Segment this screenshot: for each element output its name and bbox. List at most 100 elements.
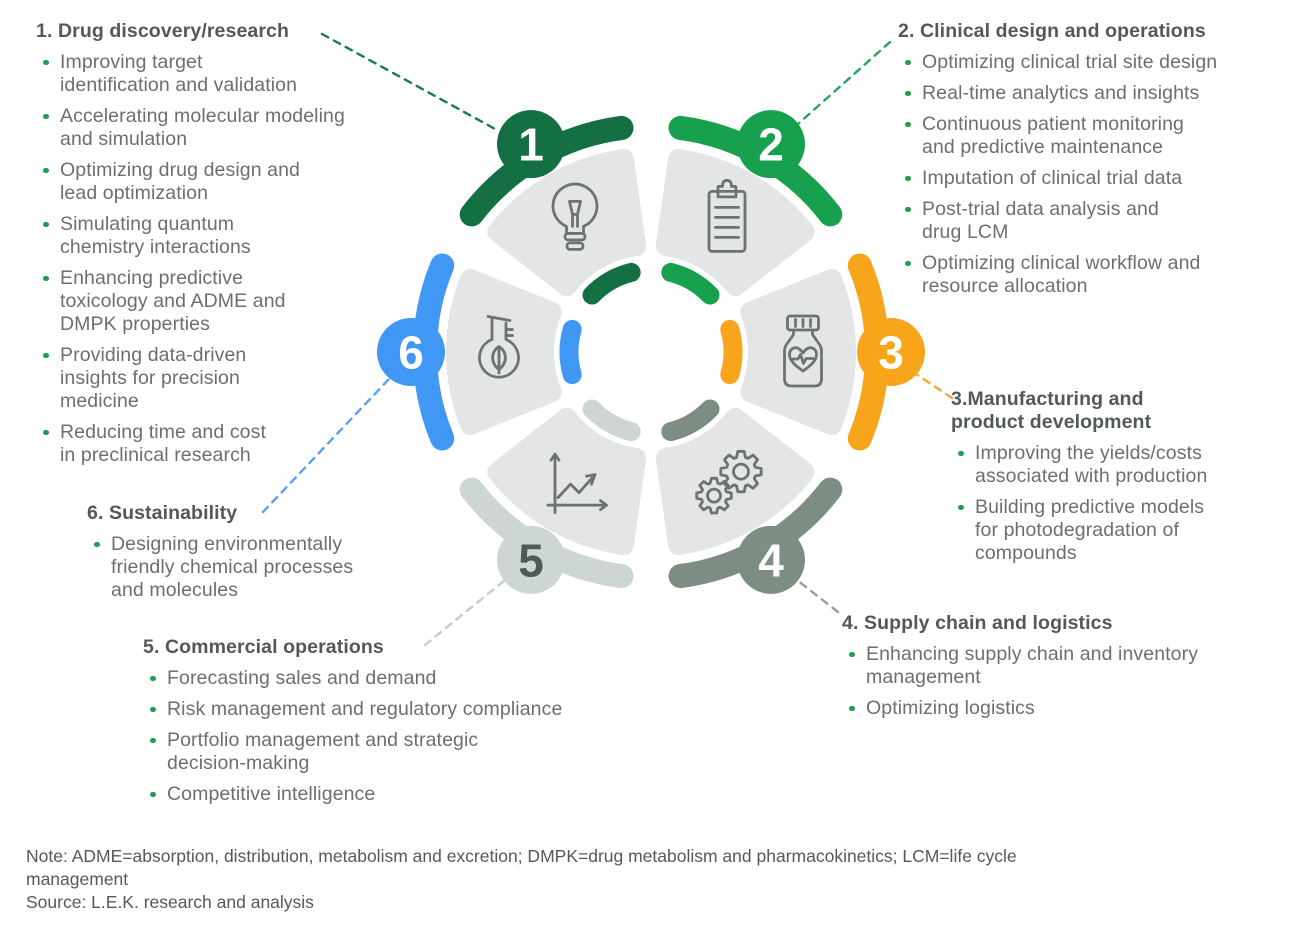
list-item: Real-time analytics and insights xyxy=(898,82,1296,105)
section-title: 5. Commercial operations xyxy=(143,636,384,658)
section-title: 2. Clinical design and operations xyxy=(898,20,1206,42)
segment-inner-arc xyxy=(661,399,720,442)
section-list: Improving target identification and vali… xyxy=(36,51,448,467)
wheel-segment-3: 3 xyxy=(720,253,925,451)
section-list: Designing environmentally friendly chemi… xyxy=(87,533,459,602)
section-sustainability: 6. Sustainability Designing environmenta… xyxy=(87,502,459,610)
segment-inner-arc xyxy=(661,262,720,305)
bullet-text: Providing data-driven insights for preci… xyxy=(60,344,247,412)
list-item: Continuous patient monitoring and predic… xyxy=(898,113,1296,159)
wheel-segment-1: 1 xyxy=(459,110,647,305)
list-item: Improving target identification and vali… xyxy=(36,51,448,97)
list-item: Reducing time and cost in preclinical re… xyxy=(36,421,448,467)
bullet-text: Optimizing drug design and lead optimiza… xyxy=(60,159,300,204)
section-title: 3.Manufacturing and product development xyxy=(951,388,1152,433)
segment-inner-arc xyxy=(720,319,743,385)
section-commercial-operations: 5. Commercial operations Forecasting sal… xyxy=(143,636,668,814)
bullet-text: Improving target identification and vali… xyxy=(60,51,298,96)
bullet-text: Enhancing predictive toxicology and ADME… xyxy=(60,267,286,335)
list-item: Forecasting sales and demand xyxy=(143,667,668,690)
list-item: Post-trial data analysis and drug LCM xyxy=(898,198,1296,244)
footnote: Note: ADME=absorption, distribution, met… xyxy=(26,845,1278,914)
bullet-text: Designing environmentally friendly chemi… xyxy=(111,533,354,601)
segment-number: 2 xyxy=(758,119,784,171)
section-manufacturing: 3.Manufacturing and product development … xyxy=(951,388,1286,573)
section-title: 4. Supply chain and logistics xyxy=(842,612,1113,634)
section-clinical-design: 2. Clinical design and operations Optimi… xyxy=(898,20,1296,306)
segment-wedge xyxy=(487,407,647,556)
segment-number: 5 xyxy=(518,534,544,586)
connector-line-5 xyxy=(423,578,507,647)
note-text: Note: ADME=absorption, distribution, met… xyxy=(26,846,1017,889)
bullet-dot xyxy=(958,450,964,456)
bullet-text: Portfolio management and strategic decis… xyxy=(167,729,479,774)
bullet-dot xyxy=(905,260,911,266)
section-title: 1. Drug discovery/research xyxy=(36,20,289,42)
list-item: Simulating quantum chemistry interaction… xyxy=(36,213,448,259)
bullet-dot xyxy=(150,706,156,712)
bullet-text: Real-time analytics and insights xyxy=(922,82,1200,104)
bullet-text: Imputation of clinical trial data xyxy=(922,167,1183,189)
bullet-text: Accelerating molecular modeling and simu… xyxy=(60,105,345,150)
bullet-text: Optimizing clinical trial site design xyxy=(922,51,1218,73)
bullet-dot xyxy=(43,221,49,227)
bullet-text: Forecasting sales and demand xyxy=(167,667,437,689)
bullet-dot xyxy=(150,737,156,743)
connector-line-1 xyxy=(320,32,499,132)
section-list: Enhancing supply chain and inventory man… xyxy=(842,643,1294,720)
bullet-text: Continuous patient monitoring and predic… xyxy=(922,113,1184,158)
connector-line-3 xyxy=(914,372,954,400)
wheel-segment-2: 2 xyxy=(655,110,843,305)
bullet-text: Risk management and regulatory complianc… xyxy=(167,698,563,720)
bullet-text: Competitive intelligence xyxy=(167,783,376,805)
segment-number-badge xyxy=(737,110,805,179)
list-item: Enhancing supply chain and inventory man… xyxy=(842,643,1294,689)
segment-number-badge xyxy=(497,110,565,179)
bullet-dot xyxy=(905,90,911,96)
bullet-text: Optimizing clinical workflow and resourc… xyxy=(922,252,1201,297)
list-item: Portfolio management and strategic decis… xyxy=(143,729,668,775)
bullet-dot xyxy=(43,113,49,119)
list-item: Optimizing logistics xyxy=(842,697,1294,720)
bullet-dot xyxy=(849,705,855,711)
list-item: Providing data-driven insights for preci… xyxy=(36,344,448,413)
list-item: Risk management and regulatory complianc… xyxy=(143,698,668,721)
segment-wedge xyxy=(487,148,647,297)
bullet-text: Improving the yields/costs associated wi… xyxy=(975,442,1208,487)
segment-wedge xyxy=(740,268,856,436)
list-item: Imputation of clinical trial data xyxy=(898,167,1296,190)
bullet-text: Building predictive models for photodegr… xyxy=(975,496,1205,564)
bullet-dot xyxy=(905,206,911,212)
segment-inner-arc xyxy=(582,262,641,305)
bullet-dot xyxy=(43,59,49,65)
list-item: Designing environmentally friendly chemi… xyxy=(87,533,459,602)
wheel-segment-4: 4 xyxy=(655,399,843,594)
bullet-dot xyxy=(905,59,911,65)
list-item: Enhancing predictive toxicology and ADME… xyxy=(36,267,448,336)
bullet-dot xyxy=(150,675,156,681)
segment-number-badge xyxy=(857,318,925,386)
segment-inner-arc xyxy=(582,399,641,442)
connector-line-4 xyxy=(795,578,840,614)
bullet-dot xyxy=(849,651,855,657)
bullet-dot xyxy=(43,429,49,435)
list-item: Building predictive models for photodegr… xyxy=(951,496,1286,565)
bullet-dot xyxy=(958,504,964,510)
list-item: Optimizing clinical trial site design xyxy=(898,51,1296,74)
bullet-dot xyxy=(905,121,911,127)
segment-number-badge xyxy=(737,525,805,594)
segment-number-badge xyxy=(377,318,445,386)
connector-line-2 xyxy=(796,40,892,126)
bullet-text: Optimizing logistics xyxy=(866,697,1035,719)
bullet-text: Simulating quantum chemistry interaction… xyxy=(60,213,251,258)
section-drug-discovery: 1. Drug discovery/research Improving tar… xyxy=(36,20,448,475)
bullet-dot xyxy=(43,352,49,358)
segment-number: 6 xyxy=(398,327,424,379)
segment-inner-arc xyxy=(559,319,582,385)
connector-line-6 xyxy=(261,376,392,514)
source-text: Source: L.E.K. research and analysis xyxy=(26,892,314,912)
list-item: Accelerating molecular modeling and simu… xyxy=(36,105,448,151)
